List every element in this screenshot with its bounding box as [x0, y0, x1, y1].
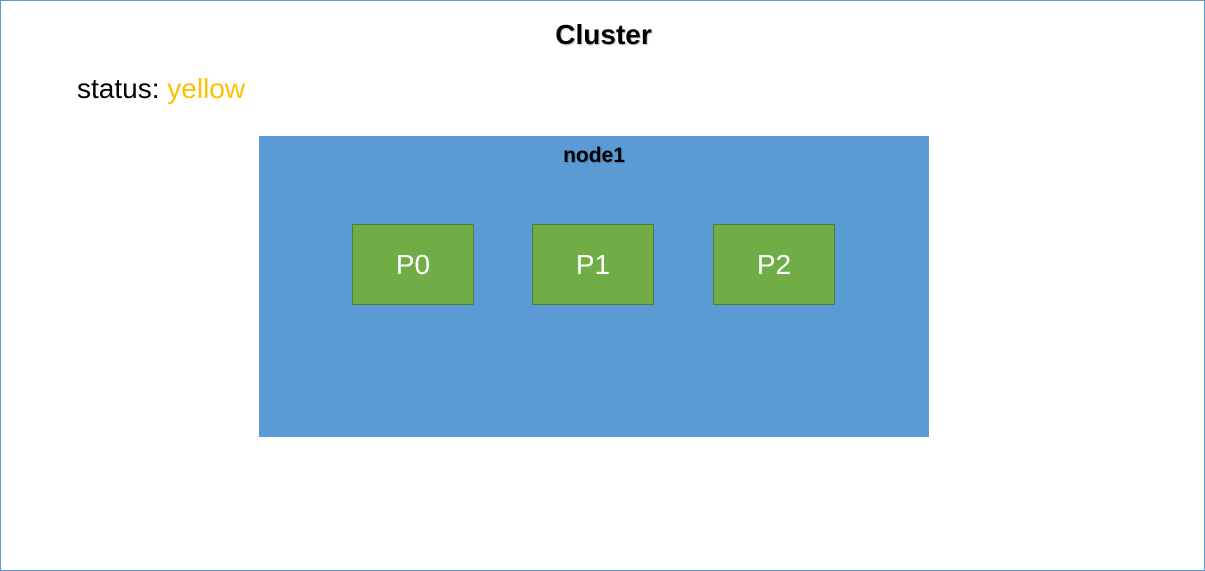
shard-p1: P1	[532, 224, 654, 305]
cluster-status: status: yellow	[77, 73, 245, 105]
shard-p2: P2	[713, 224, 835, 305]
node-box: node1 P0 P1 P2	[259, 136, 929, 437]
cluster-title: Cluster	[555, 19, 652, 50]
status-label: status:	[77, 73, 160, 104]
status-value: yellow	[167, 73, 246, 104]
node-label: node1	[563, 144, 625, 167]
shard-p0: P0	[352, 224, 474, 305]
